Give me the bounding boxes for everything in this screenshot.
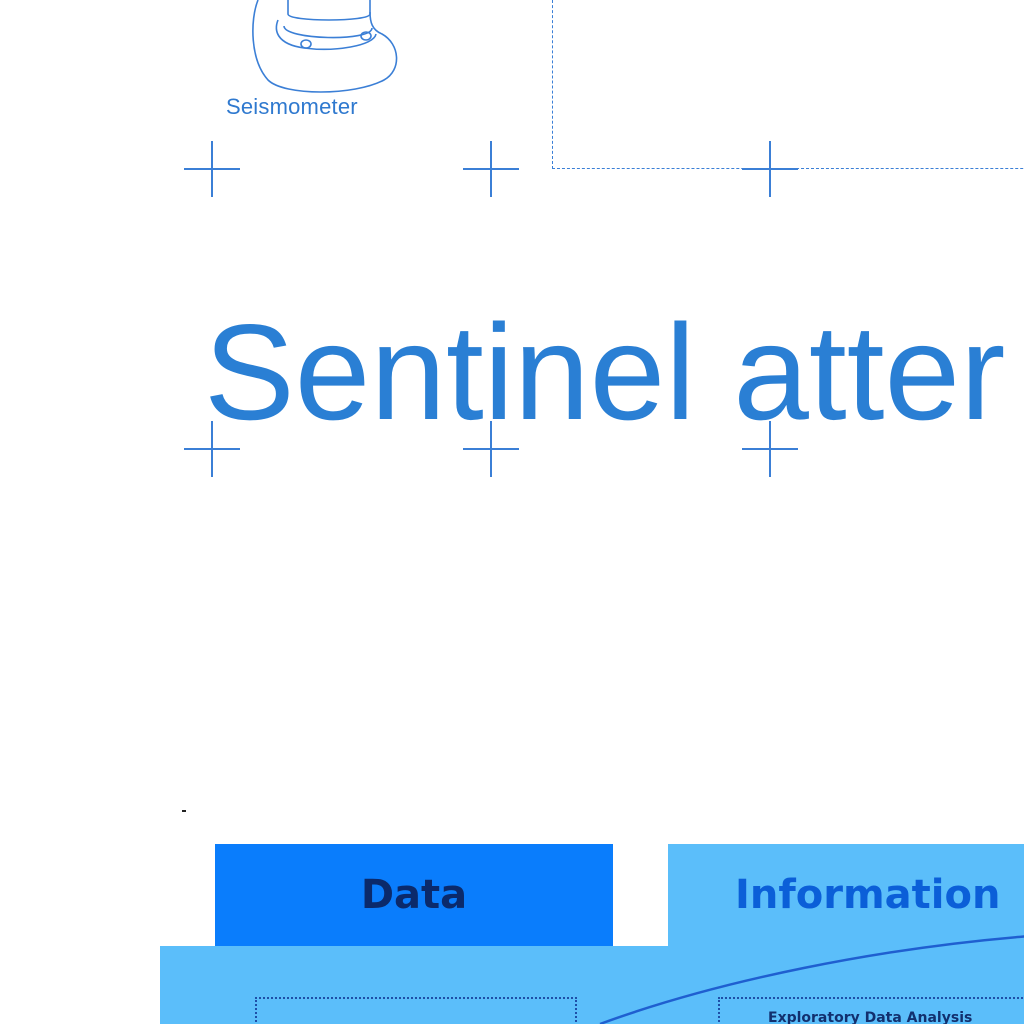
data-tab: Data: [215, 844, 613, 946]
seismometer-icon: [252, 0, 398, 93]
registration-cross: [184, 141, 240, 197]
registration-cross: [463, 141, 519, 197]
headline-text: Sentinel atter: [204, 296, 1006, 448]
information-tab-label: Information: [735, 872, 1001, 918]
registration-cross: [463, 421, 519, 477]
eda-label: Exploratory Data Analysis: [768, 1010, 973, 1024]
information-tab: Information: [668, 844, 1024, 946]
registration-cross: [742, 421, 798, 477]
stray-mark: [182, 810, 186, 812]
data-tab-label: Data: [360, 872, 468, 918]
dotted-box-left: [255, 997, 577, 1024]
seismometer-label: Seismometer: [226, 94, 358, 119]
registration-cross: [184, 421, 240, 477]
registration-cross: [742, 141, 798, 197]
